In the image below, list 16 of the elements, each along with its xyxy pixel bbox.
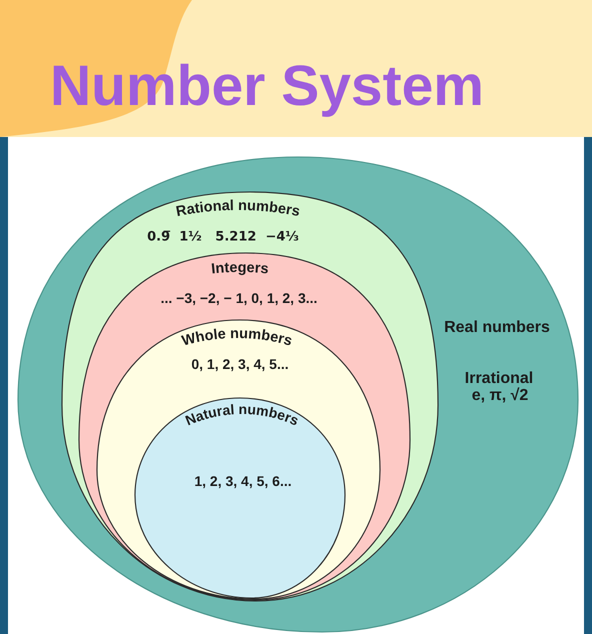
example-numbers: 0, 1, 2, 3, 4, 5... [191, 356, 289, 372]
set-region [18, 157, 578, 632]
set-name: Rational numbers [174, 198, 302, 220]
set-name: Integers [210, 260, 270, 278]
example-numbers: e, π, √2 [472, 386, 528, 406]
example-numbers: ... −3, −2, − 1, 0, 1, 2, 3... [160, 290, 318, 306]
set-name: Whole numbers [180, 326, 294, 350]
set-region [62, 192, 438, 601]
set-name: Natural numbers [182, 400, 302, 428]
example-numbers: 0.9̅ 1½ 5.212 −4⅓ [147, 230, 299, 246]
example-numbers: 1, 2, 3, 4, 5, 6... [194, 472, 292, 490]
set-region [79, 253, 410, 600]
set-region [97, 320, 380, 599]
set-name: Real numbers [444, 318, 550, 338]
set-region [135, 398, 345, 598]
subset-name: Irrational [464, 370, 534, 387]
